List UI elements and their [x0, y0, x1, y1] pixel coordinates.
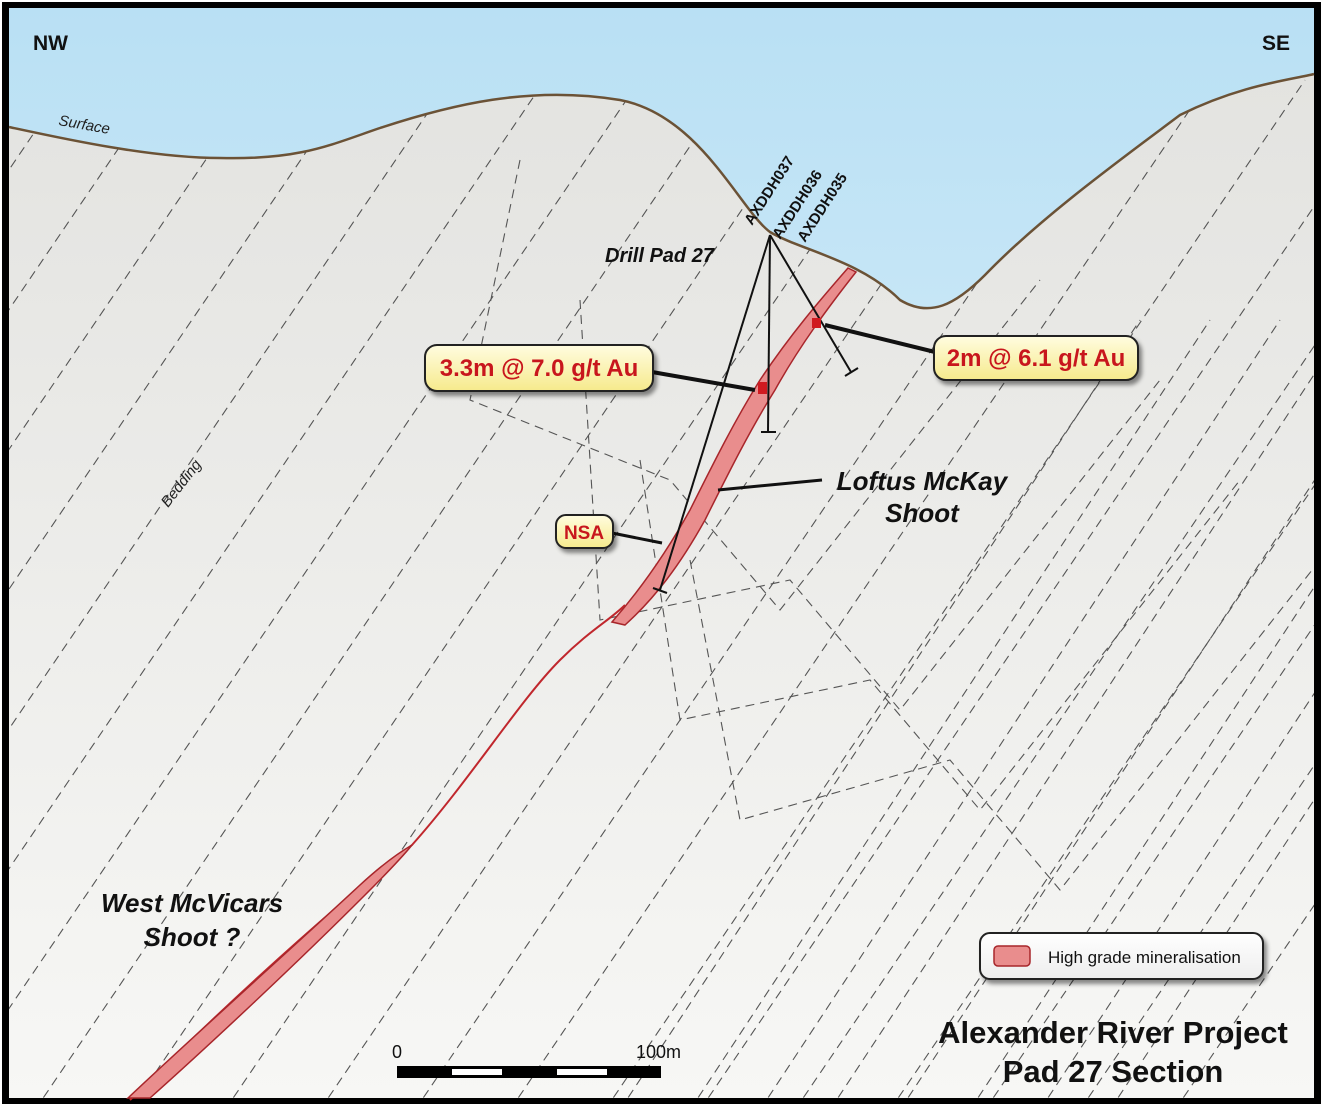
scale-start: 0	[392, 1042, 402, 1062]
bedding-line	[9, 79, 641, 1098]
bedding-line	[129, 79, 831, 1098]
bedding-line	[509, 79, 1211, 1098]
intercept-marker-main	[758, 382, 767, 394]
west-shoot-label-1: West McVicars	[101, 888, 283, 918]
bedding-line	[9, 79, 451, 1098]
scale-end: 100m	[636, 1042, 681, 1062]
surface-line	[8, 72, 1315, 310]
legend-label: High grade mineralisation	[1048, 948, 1241, 967]
bedding-line	[34, 79, 736, 1098]
leader-lines	[611, 323, 936, 545]
bedding-line	[9, 79, 261, 1098]
bedding-line	[889, 79, 1314, 1098]
bedding-line-east	[759, 319, 1281, 1098]
bedding-line	[794, 79, 1314, 1098]
scale-bar	[397, 1066, 661, 1078]
callout-upper-text: 2m @ 6.1 g/t Au	[947, 345, 1126, 372]
bedding-fold	[639, 459, 1241, 811]
drill-hole-axddh037	[659, 234, 771, 591]
bedding-line-east	[619, 319, 1141, 1098]
bedding-fold	[579, 299, 1161, 711]
intercept-marker-upper	[812, 318, 821, 328]
drill-holes	[652, 234, 859, 594]
title-line-1: Alexander River Project	[938, 1015, 1288, 1050]
bedding-line	[224, 79, 926, 1098]
legend	[979, 932, 1264, 980]
drill-hole-axddh036	[767, 234, 771, 433]
drill-pad-label: Drill Pad 27	[605, 245, 715, 267]
bedding-line-east	[689, 319, 1211, 1098]
loftus-shoot-label-2: Shoot	[885, 498, 960, 528]
bedding-line	[9, 79, 356, 1098]
bedding-line	[9, 79, 166, 1098]
callout-upper	[933, 335, 1139, 381]
title-line-2: Pad 27 Section	[1003, 1054, 1224, 1089]
bedding-fold	[469, 159, 1041, 611]
bedding-line	[604, 79, 1306, 1098]
west-mcvicars-body	[126, 844, 413, 1099]
bedding-line	[9, 79, 546, 1098]
bedding-line-east	[829, 319, 1314, 1098]
west-shoot-label-2: Shoot ?	[144, 922, 241, 952]
loftus-shoot-label-1: Loftus McKay	[837, 466, 1009, 496]
legend-swatch	[993, 945, 1031, 967]
drill-hole-axddh035	[769, 234, 852, 373]
orientation-nw: NW	[33, 32, 68, 55]
bedding-fold	[689, 559, 1314, 891]
callout-main	[424, 344, 654, 392]
callout-nsa	[555, 514, 614, 549]
loftus-mckay-body	[610, 267, 858, 626]
bedding-line	[699, 79, 1314, 1098]
callout-main-text: 3.3m @ 7.0 g/t Au	[440, 355, 639, 382]
orientation-se: SE	[1262, 32, 1290, 55]
callout-nsa-text: NSA	[564, 523, 604, 544]
